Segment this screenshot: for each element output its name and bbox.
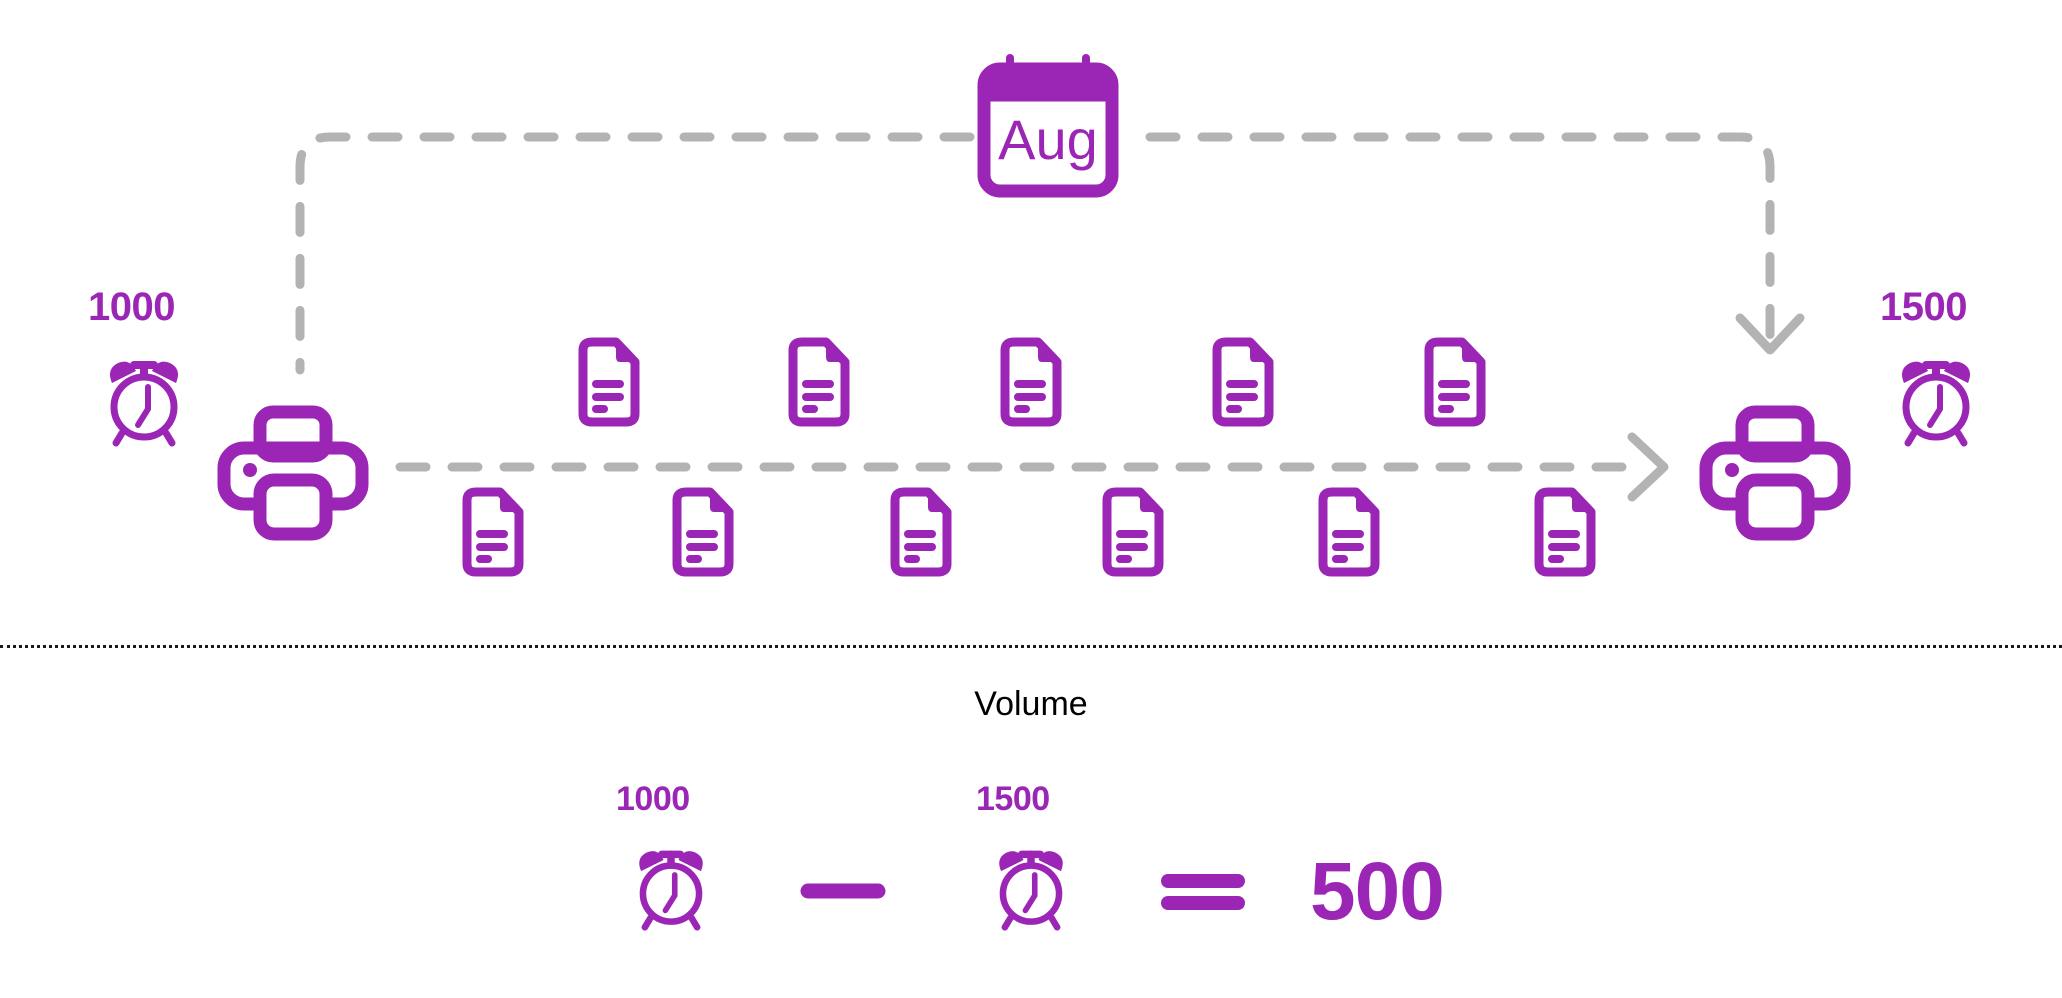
document-icon <box>462 487 524 577</box>
dashed-line-down-left <box>295 132 975 375</box>
document-icon <box>890 487 952 577</box>
calendar-icon: Aug <box>977 54 1119 198</box>
flow-arrows-layer <box>295 132 1805 502</box>
document-icon <box>672 487 734 577</box>
end-count-label: 1500 <box>1880 285 1967 329</box>
minus-icon <box>800 883 886 899</box>
document-icon <box>1000 337 1062 427</box>
alarm-clock-icon <box>999 850 1063 931</box>
equation-operand-a-count: 1000 <box>616 780 690 818</box>
dashed-arrow-down-right <box>1145 132 1775 345</box>
document-icon <box>1102 487 1164 577</box>
calendar-month-label: Aug <box>998 108 1098 171</box>
alarm-clock-icon <box>639 850 703 931</box>
document-icon <box>1534 487 1596 577</box>
document-icon <box>1424 337 1486 427</box>
document-icon <box>578 337 640 427</box>
dashed-arrow-right-head <box>1627 432 1669 502</box>
document-icon <box>1318 487 1380 577</box>
alarm-clock-icon <box>110 361 178 447</box>
equation-result: 500 <box>1310 846 1445 937</box>
start-count-label: 1000 <box>88 285 175 329</box>
equation-operand-b-count: 1500 <box>976 780 1050 818</box>
printer-icon <box>1699 405 1851 541</box>
volume-section-label: Volume <box>974 685 1088 723</box>
alarm-clock-icon <box>1902 361 1970 447</box>
dashed-arrow-down-right-head <box>1735 313 1805 355</box>
document-icon <box>1212 337 1274 427</box>
section-divider <box>0 645 2062 648</box>
printer-icon <box>217 405 369 541</box>
document-icon <box>788 337 850 427</box>
equals-icon <box>1161 874 1245 910</box>
